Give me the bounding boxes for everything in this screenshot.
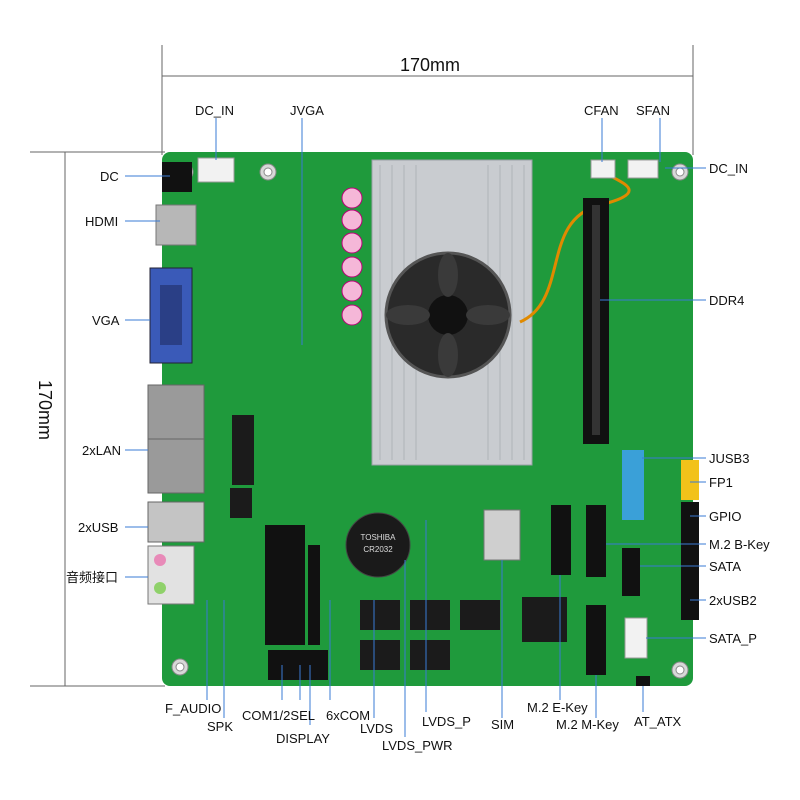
label-spk: SPK [207, 719, 234, 734]
dc-in-connector [197, 157, 235, 183]
label-dc-in-right: DC_IN [709, 161, 749, 176]
label-sim: SIM [491, 717, 515, 732]
height-dimension-label: 170mm [35, 380, 55, 441]
sim-slot [483, 509, 521, 561]
sfan-connector [627, 159, 659, 179]
cmos-battery [345, 512, 411, 578]
label-jusb3: JUSB3 [709, 451, 750, 466]
com-headers [265, 525, 305, 645]
usb-ports [147, 501, 205, 543]
label-lvds-pwr: LVDS_PWR [382, 738, 453, 753]
cfan-connector [590, 159, 616, 179]
sata-port [622, 548, 640, 596]
label-lvds: LVDS [360, 721, 393, 736]
label-m2-m-key: M.2 M-Key [556, 717, 619, 732]
label-lvds-p: LVDS_P [422, 714, 471, 729]
label-f-audio: F_AUDIO [165, 701, 222, 716]
jusb3-header [622, 450, 644, 520]
battery-model: CR2032 [363, 545, 393, 554]
label-lan: 2xLAN [82, 443, 122, 458]
sata-power [624, 617, 648, 659]
label-sfan: SFAN [636, 103, 670, 118]
label-sata-p: SATA_P [709, 631, 757, 646]
label-m2-e-key: M.2 E-Key [527, 700, 588, 715]
label-dc-in-top: DC_IN [195, 103, 235, 118]
label-fp1: FP1 [709, 475, 733, 490]
m2-e-key-slot [551, 505, 571, 575]
dc-jack [162, 162, 192, 192]
width-dimension-label: 170mm [400, 55, 461, 75]
label-dc: DC [100, 169, 119, 184]
label-audio: 音频接口 [66, 570, 119, 585]
label-jvga: JVGA [290, 103, 324, 118]
label-hdmi: HDMI [85, 214, 119, 229]
label-ddr4: DDR4 [709, 293, 745, 308]
m2-m-key-slot [586, 605, 606, 675]
display-header [268, 650, 328, 680]
hdmi-port [155, 204, 197, 246]
label-m2-b-key: M.2 B-Key [709, 537, 770, 552]
width-dimension-line [161, 45, 694, 155]
label-com-sel: COM1/2SEL [242, 708, 315, 723]
height-dimension-line [30, 151, 165, 687]
at-atx-jumper [636, 676, 650, 686]
label-vga: VGA [92, 313, 120, 328]
fan-blades [386, 253, 510, 377]
capacitors [341, 187, 363, 326]
fp1-header [681, 460, 699, 500]
label-6xcom: 6xCOM [326, 708, 371, 723]
label-usb2: 2xUSB2 [709, 593, 757, 608]
gpio-header [681, 502, 699, 620]
battery-brand: TOSHIBA [361, 533, 397, 542]
label-cfan: CFAN [584, 103, 619, 118]
label-at-atx: AT_ATX [634, 714, 682, 729]
label-usb: 2xUSB [78, 520, 119, 535]
label-display: DISPLAY [276, 731, 330, 746]
audio-jacks [147, 545, 195, 605]
m2-b-key-slot [586, 505, 606, 577]
label-sata: SATA [709, 559, 742, 574]
label-gpio: GPIO [709, 509, 742, 524]
leader-lines [125, 118, 706, 737]
